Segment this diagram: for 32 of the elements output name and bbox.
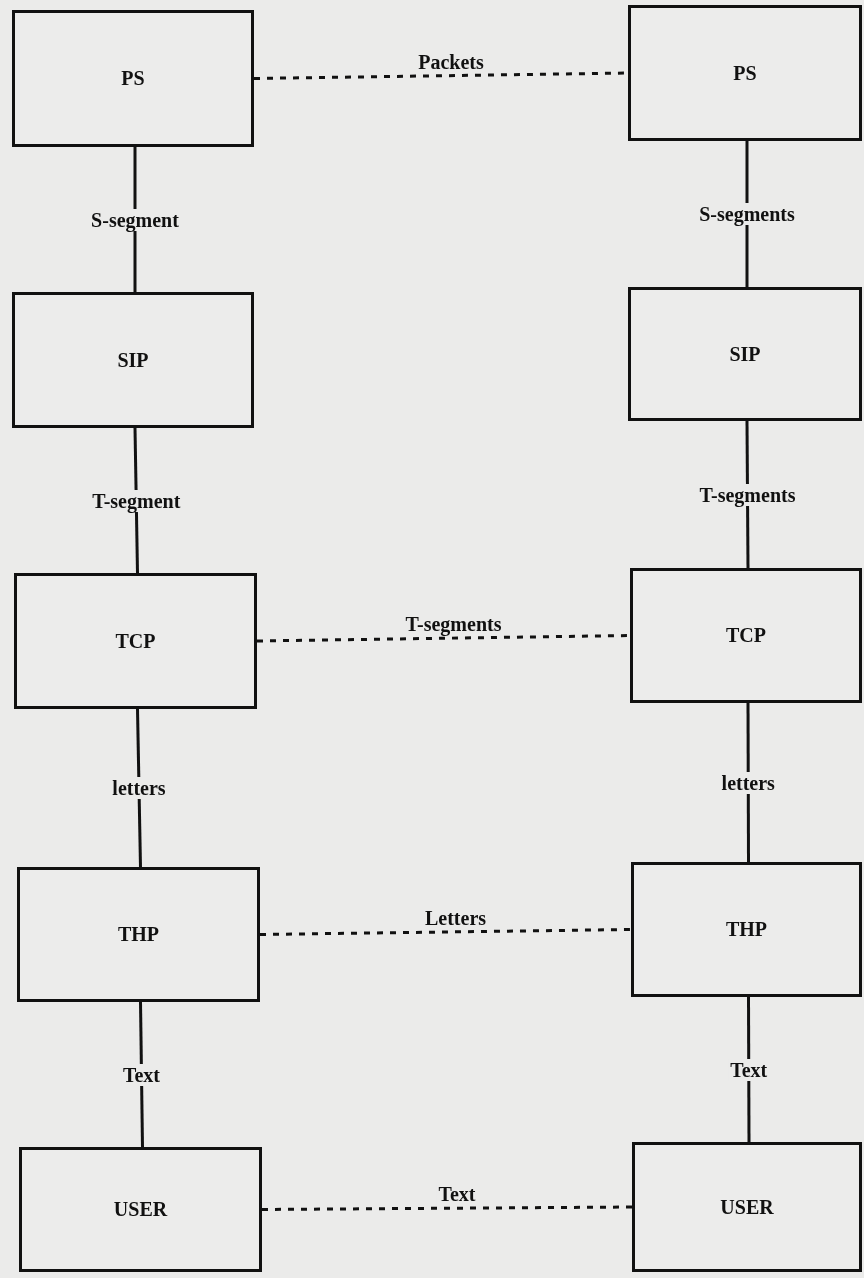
box-label: TCP — [115, 629, 156, 653]
edge-label: T-segments — [697, 483, 798, 506]
edge-label: Text — [728, 1058, 770, 1081]
edge-label: Text — [121, 1063, 162, 1086]
connector-line — [260, 928, 631, 936]
process-box — [631, 862, 862, 997]
box-label: PS — [121, 67, 145, 90]
edge-label: letters — [719, 771, 777, 794]
box-label: SIP — [729, 342, 761, 366]
edge-label: S-segments — [697, 203, 797, 225]
edge-label: letters — [110, 777, 168, 799]
box-label: THP — [725, 918, 768, 941]
process-box — [19, 1147, 262, 1272]
box-label: PS — [733, 61, 757, 85]
connector-line — [262, 1205, 632, 1211]
edge-label: S-segment — [89, 208, 181, 231]
process-box — [630, 568, 862, 703]
process-box — [628, 5, 862, 141]
box-label: SIP — [117, 348, 149, 372]
box-label: USER — [113, 1198, 168, 1221]
process-box — [628, 287, 862, 421]
process-box — [14, 573, 257, 709]
process-box — [17, 867, 260, 1002]
box-label: THP — [117, 923, 160, 946]
process-box — [12, 292, 254, 428]
process-box — [632, 1142, 862, 1272]
process-box — [12, 10, 254, 147]
box-label: USER — [720, 1195, 774, 1219]
edge-label: T-segment — [90, 489, 183, 512]
connector-line — [746, 703, 750, 862]
box-label: TCP — [726, 624, 766, 647]
connector-line — [745, 421, 750, 568]
